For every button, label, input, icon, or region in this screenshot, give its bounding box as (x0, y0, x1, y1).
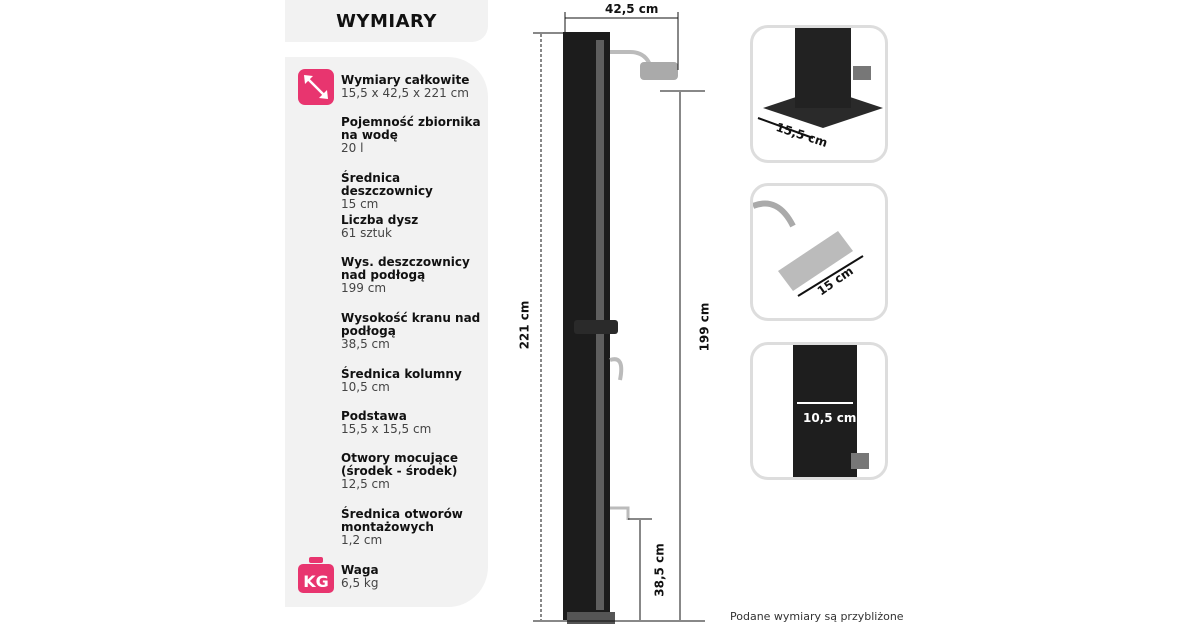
tap-height-label: 38,5 cm (652, 543, 667, 597)
weight-kg-icon: KG (298, 557, 334, 593)
shower-head-detail-image: 15 cm (750, 183, 888, 321)
base-detail-image: 15,5 cm (750, 25, 888, 163)
spec-item: Otwory mocujące (środek - środek)12,5 cm (341, 451, 459, 491)
page-title: WYMIARY (285, 0, 488, 42)
dimensions-arrow-icon (298, 69, 334, 105)
height-dimension-label: 221 cm (517, 300, 532, 350)
svg-text:KG: KG (303, 572, 329, 591)
footnote: Podane wymiary są przybliżone (730, 610, 904, 623)
column-detail-image: 10,5 cm (750, 342, 888, 480)
column-dimension-label: 10,5 cm (803, 411, 857, 425)
shower-height-label: 199 cm (697, 302, 712, 352)
width-dimension-label: 42,5 cm (605, 2, 659, 16)
